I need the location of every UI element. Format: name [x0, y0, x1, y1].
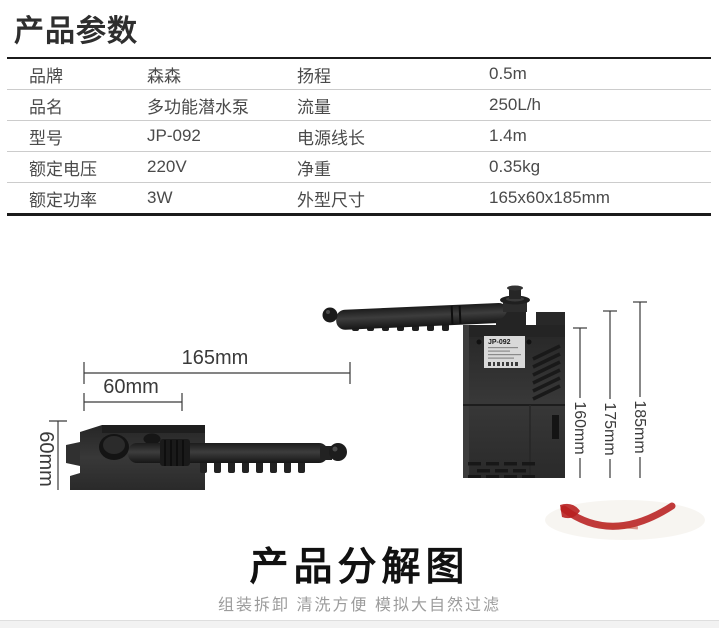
- spec-label: 电源线长: [297, 128, 365, 148]
- table-row: 型号 JP-092 电源线长 1.4m: [7, 121, 711, 152]
- table-row: 额定电压 220V 净重 0.35kg: [7, 152, 711, 183]
- spec-value: 165x60x185mm: [489, 188, 610, 207]
- red-stamp-watermark-icon: [545, 500, 705, 540]
- dimension-label-depth: 60mm: [35, 427, 57, 491]
- spec-value: 1.4m: [489, 126, 527, 145]
- spec-value: 0.35kg: [489, 157, 541, 176]
- section-subtitle-exploded: 组装拆卸 清洗方便 模拟大自然过滤: [218, 597, 501, 614]
- spec-value: 250L/h: [489, 95, 541, 114]
- spec-value: 3W: [147, 188, 173, 207]
- spec-value: 森森: [147, 66, 181, 86]
- spec-label: 型号: [29, 128, 63, 148]
- table-row: 品名 多功能潜水泵 流量 250L/h: [7, 90, 711, 121]
- dimension-label-185: 185mm: [631, 397, 648, 457]
- spec-label: 品牌: [29, 66, 63, 86]
- top-view-dimension-lines: [49, 362, 351, 490]
- section-title-exploded: 产品分解图: [249, 546, 470, 589]
- dimension-label-outlet: 60mm: [96, 376, 166, 399]
- spec-value: 0.5m: [489, 64, 527, 83]
- spec-value: 多功能潜水泵: [147, 97, 249, 117]
- spec-label: 额定功率: [29, 190, 97, 210]
- spec-table: 品牌 森森 扬程 0.5m 品名 多功能潜水泵 流量 250L/h 型号 JP-…: [7, 57, 711, 216]
- table-row: 品牌 森森 扬程 0.5m: [7, 59, 711, 90]
- spec-label: 外型尺寸: [297, 190, 365, 210]
- section-title-parameters: 产品参数: [14, 15, 138, 48]
- table-row: 额定功率 3W 外型尺寸 165x60x185mm: [7, 183, 711, 213]
- dimension-label-160: 160mm: [571, 398, 588, 458]
- dimension-label-175: 175mm: [601, 399, 618, 459]
- spec-label: 流量: [297, 97, 331, 117]
- product-dimensions-figure: JP-092: [0, 280, 719, 495]
- spec-value: JP-092: [147, 126, 201, 145]
- spec-label: 净重: [297, 159, 331, 179]
- spec-value: 220V: [147, 157, 187, 176]
- spec-label: 品名: [29, 97, 63, 117]
- device-model-label: JP-092: [488, 339, 511, 346]
- spec-label: 额定电压: [29, 159, 97, 179]
- dimension-label-length: 165mm: [178, 347, 252, 370]
- spec-label: 扬程: [297, 66, 331, 86]
- pump-front-view-image: JP-092: [322, 285, 565, 478]
- bottom-divider: [0, 620, 719, 628]
- pump-top-view-image: [66, 425, 347, 490]
